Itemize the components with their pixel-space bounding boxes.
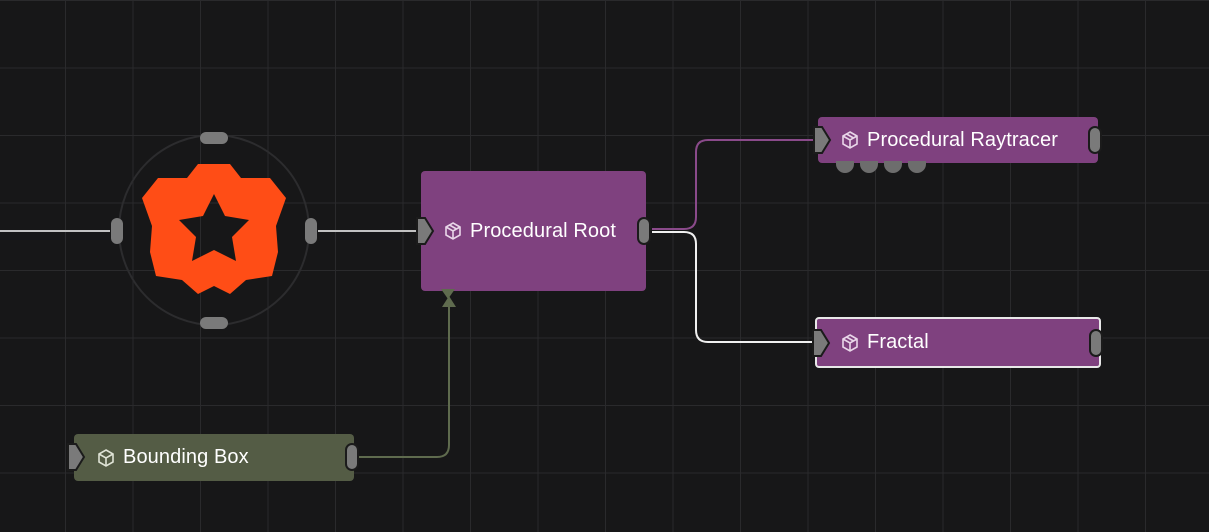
node-label: Bounding Box: [123, 446, 249, 468]
input-port[interactable]: [415, 216, 435, 246]
input-port[interactable]: [66, 442, 86, 472]
output-port[interactable]: [1089, 329, 1103, 357]
sub-port-3[interactable]: [884, 161, 902, 173]
gizmo-handle-bottom[interactable]: [200, 317, 228, 329]
node-label: Procedural Raytracer: [867, 128, 1058, 151]
input-port[interactable]: [811, 328, 831, 358]
node-fractal[interactable]: Fractal: [812, 317, 1103, 368]
cube-icon: [840, 130, 860, 150]
node-procedural-raytracer[interactable]: Procedural Raytracer: [813, 117, 1102, 173]
sub-port-1[interactable]: [836, 161, 854, 173]
star-gear-icon: [118, 134, 310, 326]
wire-root-to-fractal: [652, 231, 814, 343]
wire-root-to-raytracer: [652, 139, 816, 230]
bottom-input-port[interactable]: [440, 288, 456, 300]
node-bounding-box[interactable]: Bounding Box: [67, 434, 359, 481]
cube-icon: [840, 333, 860, 353]
wire-bbox-to-root: [358, 300, 450, 458]
transform-gizmo[interactable]: [111, 132, 317, 329]
output-port[interactable]: [345, 443, 359, 471]
cube-icon: [443, 221, 463, 241]
node-label: Fractal: [867, 331, 929, 353]
output-port[interactable]: [637, 217, 651, 245]
input-port[interactable]: [812, 125, 832, 155]
node-procedural-root[interactable]: Procedural Root: [416, 171, 651, 299]
gizmo-handle-top[interactable]: [200, 132, 228, 144]
gizmo-handle-left[interactable]: [111, 218, 123, 244]
cube-outline-icon: [96, 448, 116, 468]
gizmo-handle-right[interactable]: [305, 218, 317, 244]
sub-port-4[interactable]: [908, 161, 926, 173]
node-label: Procedural Root: [470, 219, 617, 242]
output-port[interactable]: [1088, 126, 1102, 154]
sub-port-2[interactable]: [860, 161, 878, 173]
